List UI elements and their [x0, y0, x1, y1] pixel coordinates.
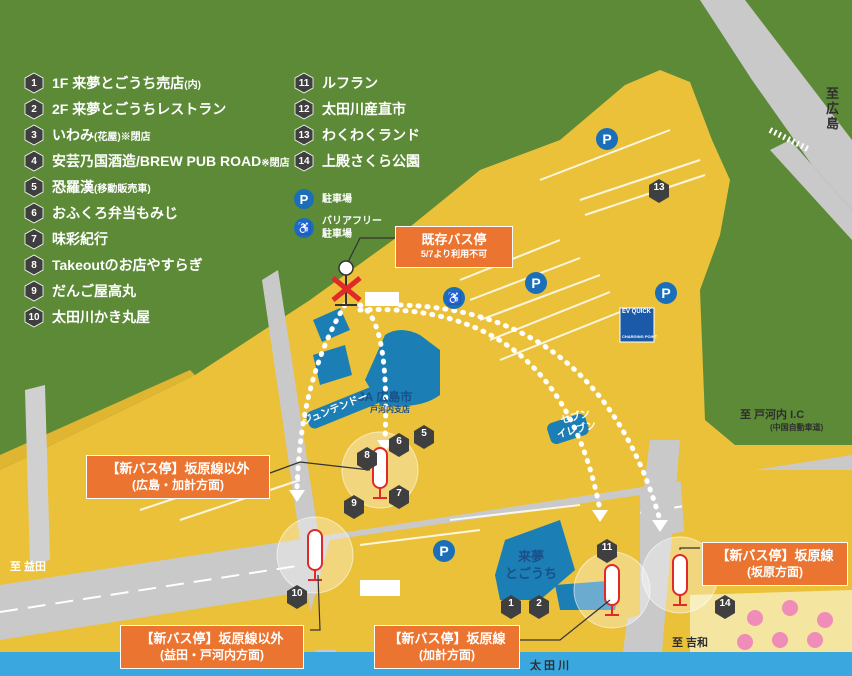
map-marker-1[interactable]: 1 [500, 594, 522, 620]
legend-label: 1F 来夢とごうち売店(内) [52, 75, 201, 91]
legend-label: 上殿さくら公園 [322, 153, 420, 169]
parking-icon: P [655, 282, 677, 304]
legend-number-badge: 1 [24, 72, 44, 94]
legend-item-11: 11 ルフラン [294, 72, 378, 94]
map-marker-7[interactable]: 7 [388, 484, 410, 510]
legend-number-badge: 4 [24, 150, 44, 172]
restroom-icon-south [360, 580, 400, 596]
legend-item-2: 2 2F 来夢とごうちレストラン [24, 98, 226, 120]
barrier-free-parking-icon: ♿ [443, 287, 465, 309]
legend-parking: P 駐車場 [294, 188, 352, 210]
label-raimu: 来夢 [518, 549, 545, 564]
callout-stop-masuda: 【新バス停】坂原線以外 (益田・戸河内方面) [120, 625, 304, 669]
legend-item-10: 10 太田川かき丸屋 [24, 306, 150, 328]
map-marker-6[interactable]: 6 [388, 432, 410, 458]
legend-number-badge: 6 [24, 202, 44, 224]
map-marker-10[interactable]: 10 [286, 584, 308, 610]
legend-label: わくわくランド [322, 127, 420, 143]
legend-item-4: 4 安芸乃国酒造/BREW PUB ROAD※閉店 [24, 150, 290, 172]
map-marker-14[interactable]: 14 [714, 594, 736, 620]
label-ev-charging: CHARGING POINT [622, 334, 658, 339]
legend-label: 安芸乃国酒造/BREW PUB ROAD※閉店 [52, 153, 290, 169]
parking-icon: P [294, 189, 314, 209]
legend-item-14: 14 上殿さくら公園 [294, 150, 420, 172]
legend-number-badge: 11 [294, 72, 314, 94]
legend-number-badge: 8 [24, 254, 44, 276]
ev-charging-sign [619, 307, 655, 343]
legend-label: いわみ(花屋)※閉店 [52, 127, 151, 143]
legend-label: ルフラン [322, 75, 378, 91]
legend-number-badge: 10 [24, 306, 44, 328]
restroom-icon [365, 292, 399, 306]
callout-stop-hiroshima: 【新バス停】坂原線以外 (広島・加計方面) [86, 455, 270, 499]
legend-number-badge: 13 [294, 124, 314, 146]
parking-icon: P [525, 272, 547, 294]
label-ota-river: 太 田 川 [530, 660, 570, 672]
label-ev-quick: EV QUICK [622, 309, 652, 315]
legend-label: Takeoutのお店やすらぎ [52, 257, 203, 273]
juntendo-building [306, 385, 384, 429]
legend-item-13: 13 わくわくランド [294, 124, 420, 146]
legend-number-badge: 2 [24, 98, 44, 120]
map-marker-8[interactable]: 8 [356, 446, 378, 472]
label-chugoku-expressway: (中国自動車道) [770, 423, 824, 432]
legend-number-badge: 3 [24, 124, 44, 146]
legend-barrier-free-label: バリアフリー [322, 216, 382, 227]
parking-icon: P [596, 128, 618, 150]
bus-stop-icons [307, 447, 688, 616]
legend-number-badge: 12 [294, 98, 314, 120]
legend-label: 2F 来夢とごうちレストラン [52, 101, 227, 117]
legend-barrier-free: ♿ バリアフリー駐車場 [294, 214, 382, 242]
legend-number-badge: 5 [24, 176, 44, 198]
raimu-building [495, 520, 575, 600]
wheelchair-icon: ♿ [294, 218, 314, 238]
label-togouchi: とごうち [505, 566, 558, 581]
legend-label: 太田川産直市 [322, 101, 406, 117]
map-marker-9[interactable]: 9 [343, 494, 365, 520]
label-ja-branch: 戸河内支店 [370, 405, 410, 414]
label-to-yoshiwa: 至 吉和 [672, 637, 709, 649]
legend-parking-label: 駐車場 [322, 193, 352, 205]
side-road [620, 440, 680, 676]
callout-stop-kake: 【新バス停】坂原線 (加計方面) [374, 625, 520, 669]
label-to-hiroshima: 至広島 [826, 86, 840, 131]
label-ja-hiroshima: JA 広島市 [358, 390, 413, 404]
legend-label: 味彩紀行 [52, 231, 108, 247]
left-road [262, 270, 340, 676]
legend-barrier-free-label-2: 駐車場 [322, 229, 352, 240]
map-marker-11[interactable]: 11 [596, 538, 618, 564]
label-to-masuda: 至 益田 [10, 561, 47, 573]
legend-item-9: 9 だんご屋高丸 [24, 280, 136, 302]
callout-old-bus-stop: 既存バス停 5/7より利用不可 [395, 226, 513, 268]
legend-item-1: 1 1F 来夢とごうち売店(内) [24, 72, 201, 94]
legend-item-12: 12 太田川産直市 [294, 98, 406, 120]
legend-label: 恐羅漢(移動販売車) [52, 179, 151, 195]
legend-label: おふくろ弁当もみじ [52, 205, 178, 221]
legend-label: 太田川かき丸屋 [52, 309, 150, 325]
parking-icon: P [433, 540, 455, 562]
road-to-hiroshima [700, 0, 852, 210]
map-marker-5[interactable]: 5 [413, 424, 435, 450]
map-marker-13[interactable]: 13 [648, 178, 670, 204]
old-bus-stop-icon [331, 260, 362, 306]
legend-number-badge: 7 [24, 228, 44, 250]
map-marker-2[interactable]: 2 [528, 594, 550, 620]
legend-item-5: 5 恐羅漢(移動販売車) [24, 176, 151, 198]
label-to-togouchi-ic: 至 戸河内 I.C [740, 409, 805, 421]
legend-number-badge: 9 [24, 280, 44, 302]
legend-number-badge: 14 [294, 150, 314, 172]
legend-item-7: 7 味彩紀行 [24, 228, 108, 250]
legend-item-6: 6 おふくろ弁当もみじ [24, 202, 178, 224]
legend-item-8: 8 Takeoutのお店やすらぎ [24, 254, 203, 276]
legend-item-3: 3 いわみ(花屋)※閉店 [24, 124, 151, 146]
callout-stop-sakahara: 【新バス停】坂原線 (坂原方面) [702, 542, 848, 586]
legend-label: だんご屋高丸 [52, 283, 136, 299]
